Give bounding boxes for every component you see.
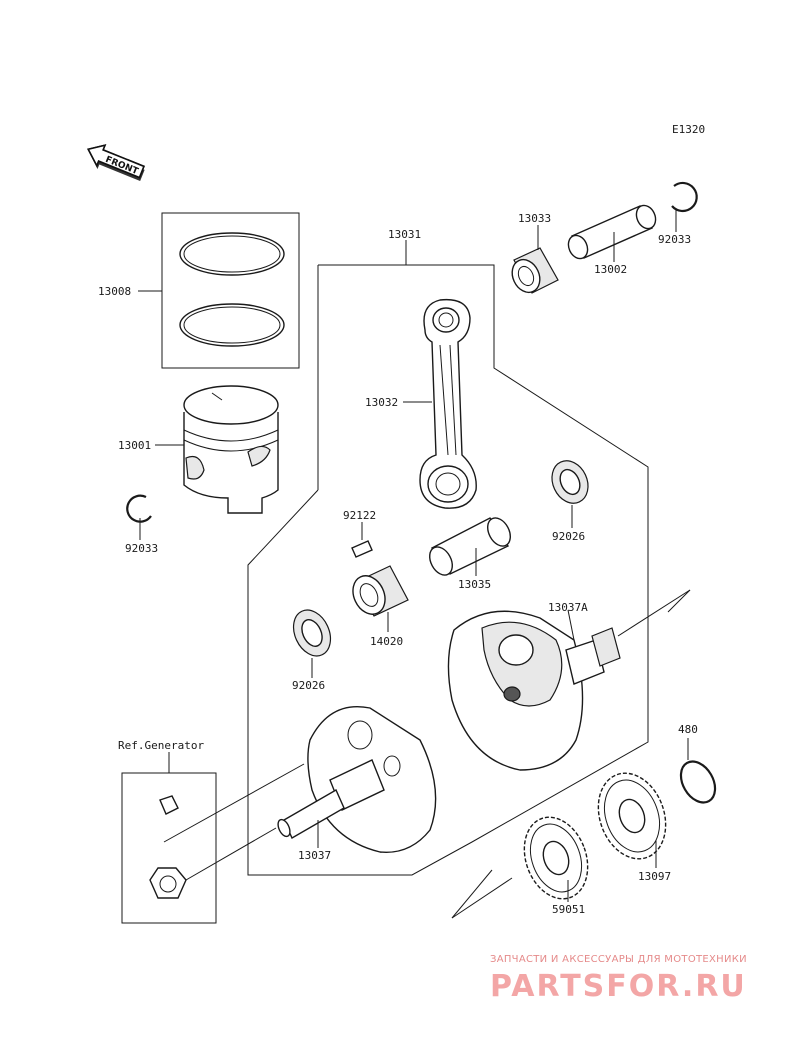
thrust-washer-92026-left [292,609,332,678]
piston-13001 [155,385,279,514]
diagram-code: E1320 [672,123,705,136]
part-label-13037: 13037 [298,849,331,862]
circlip-480 [679,738,717,804]
watermark-logo: PARTSFOR.RU [490,969,747,1004]
ref-generator-label: Ref.Generator [118,739,204,752]
circlip-92033-left [126,494,152,540]
part-label-13097: 13097 [638,870,671,883]
needle-bearing-13033 [511,225,559,294]
part-label-14020: 14020 [370,635,403,648]
crank-half-13037A [447,589,691,771]
part-label-13031: 13031 [388,228,421,241]
crankpin-13035 [429,517,511,576]
gear-13097 [597,772,667,868]
gear-59051 [451,816,589,919]
crankshaft-assembly-frame-13031 [247,240,649,876]
connecting-rod-13032 [403,298,477,509]
part-label-92026-right: 92026 [552,530,585,543]
piston-rings-13008 [138,212,300,369]
ref-generator-box [121,752,305,924]
watermark-tagline: ЗАПЧАСТИ И АКСЕССУАРЫ ДЛЯ МОТОТЕХНИКИ [490,954,747,965]
piston-pin-13002 [567,204,657,262]
part-label-13032: 13032 [365,396,398,409]
part-label-13001: 13001 [118,439,151,452]
front-arrow-icon: FRONT [87,144,145,182]
small-pin-92122 [351,522,373,558]
part-label-13033: 13033 [518,212,551,225]
partsfor-watermark: ЗАПЧАСТИ И АКСЕССУАРЫ ДЛЯ МОТОТЕХНИКИ PA… [490,954,747,1004]
part-label-13008: 13008 [98,285,131,298]
part-label-13002: 13002 [594,263,627,276]
part-label-92122: 92122 [343,509,376,522]
part-label-480: 480 [678,723,698,736]
part-label-13037A: 13037A [548,601,588,614]
part-label-13035: 13035 [458,578,491,591]
part-label-59051: 59051 [552,903,585,916]
part-label-92033-right: 92033 [658,233,691,246]
part-label-92033-left: 92033 [125,542,158,555]
needle-bearing-14020 [352,565,409,632]
part-label-92026-left: 92026 [292,679,325,692]
circlip-92033-right [671,181,698,232]
thrust-washer-92026-right [551,460,589,528]
crank-half-13037 [277,706,437,854]
